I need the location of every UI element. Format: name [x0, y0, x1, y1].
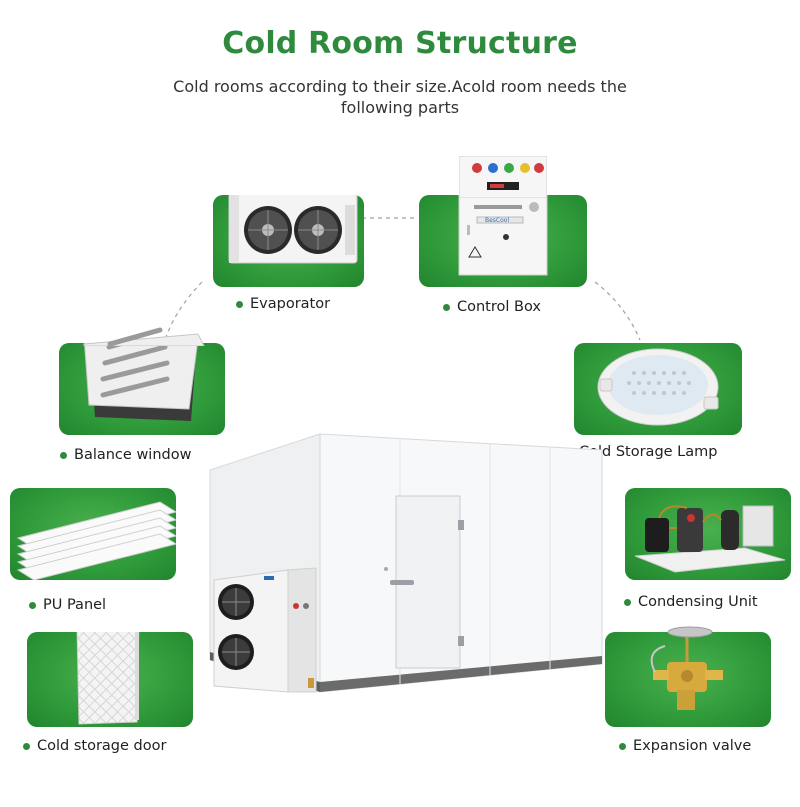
cold-storage-lamp-card [574, 343, 742, 435]
cold-storage-door-image [76, 632, 140, 725]
cold-storage-door-card [27, 632, 193, 727]
pu-panel-image [16, 501, 176, 580]
control-box-top [459, 156, 547, 198]
evaporator-card [213, 195, 364, 287]
bullet-dot [236, 300, 243, 308]
balance-window-card [59, 343, 225, 435]
bullet-dot [23, 742, 30, 750]
control-box-image: BesCool [458, 195, 548, 276]
expansion-valve-card [605, 632, 771, 727]
pu-panel-card [10, 488, 176, 580]
bullet-dot [60, 451, 67, 459]
cold-room-illustration [209, 433, 603, 693]
cold-storage-lamp-image [597, 348, 719, 426]
bullet-dot [619, 742, 626, 750]
control-box-brand-text: BesCool [485, 217, 509, 224]
page-subtitle: Cold rooms according to their size.Acold… [173, 77, 627, 117]
expansion-valve-top [667, 626, 713, 638]
control-box-label: Control Box [443, 299, 541, 315]
page-title: Cold Room Structure [222, 26, 578, 61]
bullet-dot [443, 303, 450, 311]
evaporator-image [228, 195, 358, 264]
cold-storage-door-label: Cold storage door [23, 738, 166, 754]
condensing-unit-card [625, 488, 791, 580]
expansion-valve-image [650, 632, 723, 710]
expansion-valve-label: Expansion valve [619, 738, 751, 754]
condensing-unit-label: Condensing Unit [624, 594, 758, 610]
bullet-dot [624, 598, 631, 606]
bullet-dot [29, 601, 36, 609]
evaporator-label: Evaporator [236, 296, 330, 312]
balance-window-top [83, 327, 205, 346]
balance-window-image [83, 343, 198, 421]
balance-window-label: Balance window [60, 447, 191, 463]
condensing-unit-image [634, 505, 786, 573]
pu-panel-label: PU Panel [29, 597, 106, 613]
control-box-card: BesCool [419, 195, 587, 287]
